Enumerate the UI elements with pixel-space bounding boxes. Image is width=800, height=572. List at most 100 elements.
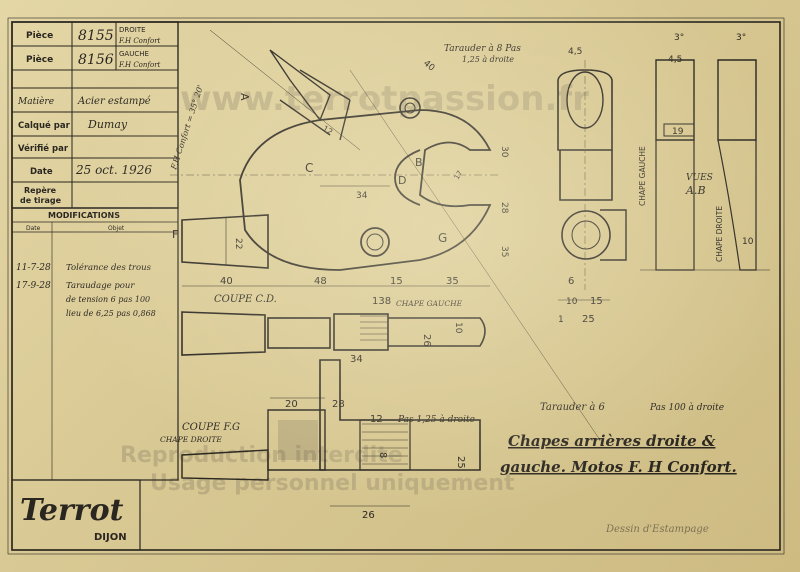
dim-17: 17	[453, 169, 464, 181]
dim-15: 15	[390, 276, 403, 287]
sheet-outer-border	[7, 17, 785, 555]
dim-12: 12	[321, 124, 334, 137]
caption-line2: gauche. Motos F. H Confort.	[500, 458, 737, 476]
dim-30: 30	[499, 146, 509, 158]
dim-15-mid: 15	[590, 296, 603, 307]
dim-1: 1	[558, 315, 564, 325]
letter-c: C	[305, 161, 313, 175]
vues-letters: A.B	[685, 184, 706, 197]
dim-35: 35	[446, 276, 459, 287]
piece-desc2-2: F.H Confort	[118, 61, 161, 69]
verifie-label: Vérifié par	[18, 143, 69, 154]
tarauder-bottom-pitch: Pas 100 à droite	[649, 402, 724, 413]
matiere-value: Acier estampé	[77, 96, 151, 107]
dim-26-vert: 26	[421, 334, 432, 347]
dim-3a: 3°	[674, 33, 684, 43]
letter-b: B	[415, 156, 423, 169]
dim-10-right: 10	[742, 237, 754, 247]
letter-d: D	[398, 174, 406, 187]
repere-label-1: Repère	[24, 185, 57, 195]
letter-f: F	[172, 228, 178, 241]
modifications-title: MODIFICATIONS	[48, 211, 120, 220]
dim-26-bot: 26	[362, 510, 375, 521]
date-label: Date	[30, 167, 53, 177]
mod-object-header: Objet	[108, 225, 125, 232]
caption-line1: Chapes arrières droite &	[508, 432, 716, 450]
repere-label-2: de tirage	[20, 196, 62, 205]
brand-city: DIJON	[94, 532, 127, 543]
mod-text-1: Tolérance des trous	[66, 262, 152, 273]
chape-gauche-vert: CHAPE GAUCHE	[638, 146, 647, 206]
piece-number-2: 8156	[78, 52, 114, 68]
modifications-block: MODIFICATIONS Date Objet 11-7-28 Toléran…	[11, 207, 179, 481]
dim-10-mid: 10	[566, 297, 578, 307]
calque-label: Calqué par	[18, 120, 71, 131]
right-views: 6 10 15 1 25 3° 3° 4,5 19 10 VUES A.B CH…	[557, 33, 770, 325]
section-cd: 34 26 10	[181, 311, 486, 365]
dim-4-5-top: 4,5	[568, 47, 582, 57]
letter-a: A	[238, 93, 251, 101]
dim-28-right: 28	[499, 202, 509, 214]
dim-25-vert: 25	[455, 456, 466, 469]
brand-block: Terrot DIJON	[11, 479, 141, 551]
pivot-boss	[561, 210, 611, 260]
dim-34-top: 34	[356, 191, 368, 201]
piece-desc1-2: GAUCHE	[119, 50, 149, 58]
mod-date-header: Date	[26, 225, 41, 232]
piece-desc2-1: F.H Confort	[118, 37, 161, 45]
watermark-line2: Reproduction interdite	[120, 443, 403, 468]
letter-g: G	[438, 231, 447, 245]
hole-upper	[399, 97, 421, 119]
watermark-line1: www.terrotpassion.fr	[180, 79, 589, 119]
watermark-line3: Usage personnel uniquement	[150, 471, 515, 496]
dim-3b: 3°	[736, 33, 746, 43]
piece-number-1: 8155	[78, 28, 114, 44]
piece-label-1: Pièce	[26, 30, 53, 41]
chape-droite-vert: CHAPE DROITE	[715, 206, 724, 262]
mod-date-2: 17-9-28	[16, 281, 51, 291]
mod-text-3: lieu de 6,25 pas 0,868	[66, 309, 156, 318]
dim-34-mid: 34	[350, 354, 363, 365]
dim-6: 6	[568, 276, 574, 287]
caption: Chapes arrières droite & gauche. Motos F…	[500, 432, 737, 476]
top-view: C D B G A F F.H Confort = 35° 20' Taraud…	[169, 29, 601, 441]
coupe-fg: COUPE F.G	[182, 422, 240, 433]
matiere-label: Matière	[17, 96, 54, 107]
mod-date-1: 11-7-28	[16, 263, 51, 273]
dim-12-bot: 12	[370, 414, 383, 425]
date-value: 25 oct. 1926	[75, 163, 152, 177]
coupe-cd: COUPE C.D.	[214, 294, 277, 305]
dim-25-mid: 25	[582, 314, 595, 325]
section-fg: 20 28 12 Pas 1,25 à droite 25 8 26 COUPE…	[160, 359, 481, 521]
left-arm: 22	[181, 214, 269, 269]
dim-4-5-right: 4,5	[668, 55, 682, 65]
dim-28: 28	[332, 399, 345, 410]
dim-20: 20	[285, 399, 298, 410]
mod-text-2b: de tension 6 pas 100	[66, 295, 150, 304]
piece-label-2: Pièce	[26, 54, 53, 65]
dim-19: 19	[672, 127, 684, 137]
dim-8: 8	[377, 452, 388, 458]
dim-48: 48	[314, 276, 327, 287]
dim-138: 138	[372, 296, 391, 307]
tarauder-top-pitch: 1,25 à droite	[462, 55, 514, 64]
pas-bottom: Pas 1,25 à droite	[397, 414, 475, 425]
signature: Dessin d'Estampage	[605, 524, 709, 535]
vues-label: VUES	[686, 173, 713, 183]
title-block: Pièce 8155 DROITE F.H Confort Pièce 8156…	[11, 21, 179, 209]
dimension-row-middle: 40 48 15 35 138 COUPE C.D. CHAPE GAUCHE	[182, 276, 490, 308]
dim-10-vert: 10	[453, 322, 463, 334]
dim-35-upper: 35	[499, 246, 509, 257]
watermark: www.terrotpassion.fr Reproduction interd…	[120, 79, 589, 496]
chape-droite-label: CHAPE DROITE	[160, 435, 222, 444]
brand-logo: Terrot	[20, 493, 124, 528]
chape-gauche-label: CHAPE GAUCHE	[396, 299, 463, 308]
piece-desc1-1: DROITE	[119, 26, 146, 34]
dim-40: 40	[220, 276, 233, 287]
tarauder-bottom: Tarauder à 6	[540, 402, 605, 413]
hole-lower	[360, 227, 390, 257]
mod-text-2a: Taraudage pour	[66, 281, 135, 291]
calque-value: Dumay	[87, 118, 128, 131]
